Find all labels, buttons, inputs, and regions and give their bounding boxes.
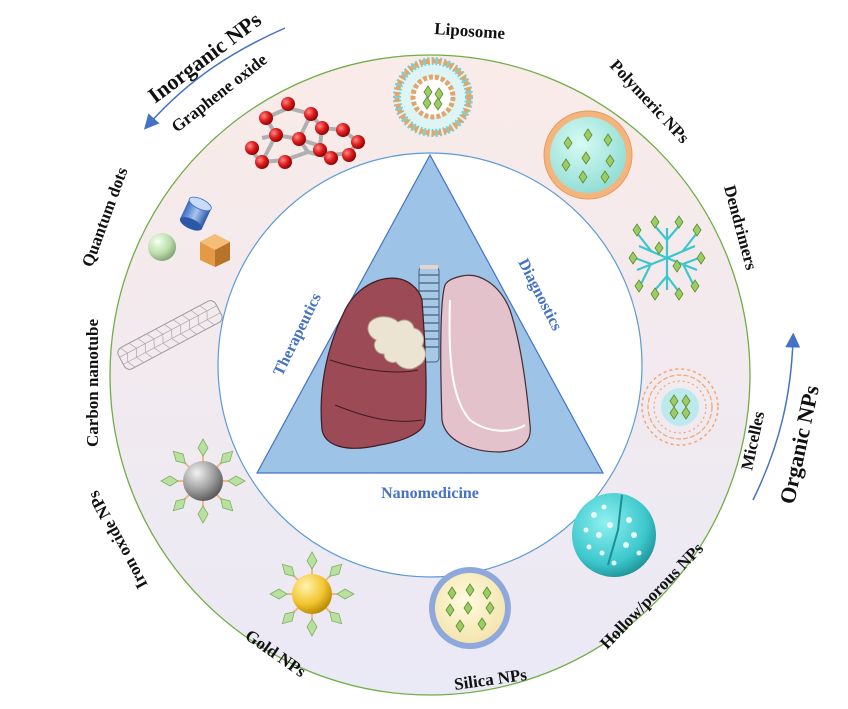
carbon-nanotube-label: Carbon nanotube bbox=[83, 319, 102, 447]
liposome-label: Liposome bbox=[434, 19, 506, 43]
organic-arrow bbox=[752, 332, 801, 501]
micelle-icon bbox=[641, 368, 719, 446]
inorganic-arrow bbox=[144, 27, 286, 130]
silica-np-icon bbox=[429, 567, 511, 649]
lungs-illustration bbox=[320, 265, 531, 453]
polymeric-np-icon bbox=[543, 110, 633, 200]
sphere-dot-icon bbox=[148, 233, 176, 261]
quantum-dots-label: Quantum dots bbox=[78, 164, 132, 269]
hollow-porous-np-icon bbox=[572, 493, 656, 577]
liposome-icon bbox=[393, 57, 473, 137]
organic-nps-label: Organic NPs bbox=[774, 383, 824, 506]
tumor-icon bbox=[367, 316, 426, 370]
healthy-lung-icon bbox=[440, 274, 531, 453]
dendrimer-icon bbox=[628, 215, 706, 301]
cylinder-dot-icon bbox=[179, 196, 212, 231]
carbon-nanotube-icon bbox=[117, 300, 223, 370]
iron-oxide-np-icon bbox=[160, 438, 246, 524]
cube-dot-icon bbox=[200, 234, 230, 267]
graphene-oxide-icon bbox=[245, 97, 365, 169]
gold-np-icon bbox=[269, 551, 355, 637]
quantum-dots-icon bbox=[148, 196, 230, 267]
nanomedicine-label: Nanomedicine bbox=[381, 485, 479, 502]
